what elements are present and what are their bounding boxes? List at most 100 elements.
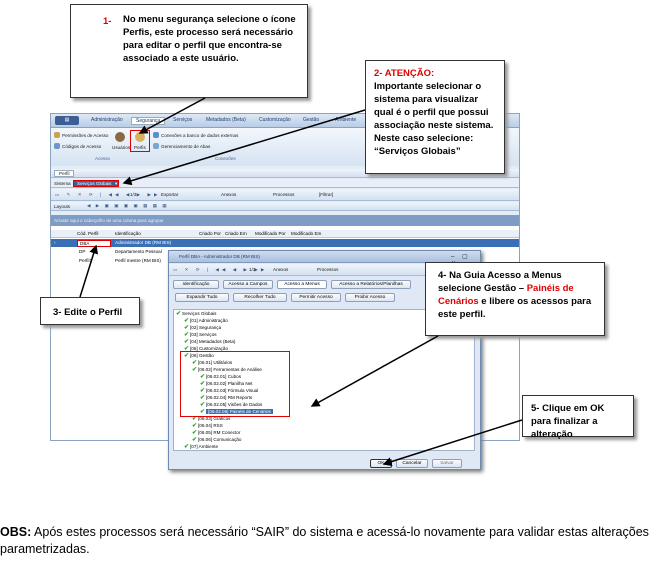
dialog-processes-button[interactable]: Processos [317,267,339,272]
tree-node[interactable]: ✔[06.01] Utilitários [192,360,233,366]
ribbon-usuarios[interactable]: Usuários [112,145,131,150]
col-identificacao[interactable]: Identificação [115,231,141,236]
layout-label[interactable]: Layouts [54,204,71,209]
tree-node[interactable]: ✔[06.04] RSS [192,423,223,429]
check-icon[interactable]: ✔ [184,444,190,450]
attachments-button[interactable]: Anexos [221,192,237,197]
check-icon[interactable]: ✔ [184,353,190,359]
app-menu-button[interactable]: ▤ [55,116,79,125]
expand-all-button[interactable]: Expandir Tudo [175,293,229,302]
system-select[interactable]: Serviços Globais [73,180,119,187]
collapse-all-button[interactable]: Recolher Tudo [233,293,287,302]
table-row[interactable]: › DBA Administrador DB (RM BIS) [51,239,519,247]
row-pointer-icon: › [54,240,56,245]
tree-node[interactable]: ✔[06.02.01] Cubos [200,374,241,380]
check-icon[interactable]: ✔ [184,332,190,338]
check-icon[interactable]: ✔ [192,360,198,366]
ribbon-conexoes[interactable]: Conexões a banco de dados externas [161,133,239,138]
gestao-highlight [180,351,290,417]
tree-node[interactable]: ✔[04] Metadados (Beta) [184,339,236,345]
tree-node[interactable]: ✔[03] Serviços [184,332,217,338]
row-name: Administrador DB (RM BIS) [115,240,172,245]
tree-node-selected[interactable]: ✔[06.02.06] Painéis de Cenários [200,409,273,415]
menu-tab-administracao[interactable]: Administração [91,117,123,123]
tree-node[interactable]: ✔[06.02] Ferramentas de Análise [192,367,262,373]
ok-button[interactable]: OK [370,459,392,468]
tree-node[interactable]: ✔[06] Gestão [184,353,214,359]
system-dropdown-icon[interactable]: ▾ [115,181,118,186]
tree-node[interactable]: ✔[01] Administração [184,318,228,324]
col-criado-por[interactable]: Criado Por [199,231,221,236]
tree-node[interactable]: ✔[06.02.04] RM Reports [200,395,253,401]
check-icon[interactable]: ✔ [200,381,206,387]
check-icon[interactable]: ✔ [176,311,182,317]
check-icon[interactable]: ✔ [200,388,206,394]
tree-node[interactable]: ✔[05] Customização [184,346,229,352]
row-code: DBA [77,240,111,247]
tree-node[interactable]: ✔[06.02.02] Planilha Net [200,381,253,387]
cancel-button[interactable]: Cancelar [396,459,428,468]
group-hint: Arraste aqui o cabeçalho de uma coluna p… [54,218,164,223]
dialog-toolbar-icons[interactable]: ▭ ✕ ⟳ | ◀◀ ◀ ▶ ▶▶ [173,267,268,272]
processes-button[interactable]: Processos [273,192,295,197]
check-icon[interactable]: ✔ [200,395,206,401]
ribbon-permissoes[interactable]: Permissões de Acesso [62,133,109,138]
check-icon[interactable]: ✔ [192,367,198,373]
perfis-highlight [130,130,150,152]
step4-highlight: Painéis de Cenários [438,283,574,307]
check-icon[interactable]: ✔ [192,416,198,422]
grid-header: Cód. Perfil Identificação Criado Por Cri… [51,230,519,238]
save-button[interactable]: Salvar [432,459,462,468]
allow-access-button[interactable]: Permitir Acesso [291,293,341,302]
tree-node[interactable]: ✔[07] Ambiente [184,444,219,450]
check-icon[interactable]: ✔ [192,423,198,429]
tree-node[interactable]: ✔Serviços Globais [176,311,217,317]
step4-suffix: e libere os acessos para este perfil. [438,296,592,320]
check-icon[interactable]: ✔ [184,339,190,345]
dialog-attachments-button[interactable]: Anexos [273,267,289,272]
ribbon-codigos[interactable]: Códigos de Acesso [62,144,102,149]
ribbon-abas[interactable]: Gerenciamento de Abas [161,144,211,149]
menu-tab-seguranca[interactable]: Segurança [131,117,166,125]
check-icon[interactable]: ✔ [200,374,206,380]
toolbar-icons[interactable]: ▭ ✎ ✕ ⟳ | ◀◀ ◀ ▶ ▶▶ [55,192,161,197]
check-icon[interactable]: ✔ [192,437,198,443]
tab-identificacao[interactable]: Identificação [173,280,219,289]
tree-node[interactable]: ✔[06.02.03] Fórmula Visual [200,388,259,394]
check-icon[interactable]: ✔ [200,409,206,415]
connections-icon [153,132,159,138]
check-icon[interactable]: ✔ [192,430,198,436]
tree-node[interactable]: ✔[06.05] RM Conector [192,430,241,436]
menu-tab-gestao[interactable]: Gestão [303,117,320,123]
codes-icon [54,143,60,149]
filter-button[interactable]: [Filtrar] [319,192,334,197]
menu-tab-customizacao[interactable]: Customização [259,117,291,123]
tree-node[interactable]: ✔[06.06] Comunicação [192,437,242,443]
menu-tab-servicos[interactable]: Serviços [173,117,193,123]
tab-acesso-menus[interactable]: Acesso a Menus [277,280,327,289]
step4-prefix: 4- Na Guia Acesso a Menus selecione Gest… [438,270,562,294]
menu-tab-ambiente[interactable]: Ambiente [335,117,357,123]
col-modificado-em[interactable]: Modificado Em [291,231,322,236]
check-icon[interactable]: ✔ [200,402,206,408]
menu-tab-metadados[interactable]: Metadados (Beta) [206,117,246,123]
export-button[interactable]: Exportar [161,192,179,197]
check-icon[interactable]: ✔ [184,325,190,331]
tab-acesso-campos[interactable]: Acesso a Campos [223,280,273,289]
tree-node[interactable]: ✔[06.02.05] Visões de Dados [200,402,263,408]
tree-node[interactable]: ✔[06.03] Gráficos [192,416,231,422]
permissions-icon [54,132,60,138]
doc-tab-perfil[interactable]: Perfil [54,170,75,177]
check-icon[interactable]: ✔ [184,318,190,324]
layout-tool-icons[interactable]: ◀ ▶ ▣ ▣ ▣ ▣ ▦ ▦ ▦ [87,203,169,208]
step3-text: 3- Edite o Perfil [53,307,123,318]
tree-node[interactable]: ✔[02] Segurança [184,325,222,331]
col-codigo[interactable]: Cód. Perfil [77,231,99,236]
col-modificado-por[interactable]: Modificado Por [255,231,286,236]
users-icon [115,132,125,142]
deny-access-button[interactable]: Proibir Acesso [345,293,395,302]
tab-acesso-relatorios[interactable]: Acesso a Relatórios/Planilhas [331,280,411,289]
check-icon[interactable]: ✔ [184,346,190,352]
col-criado-em[interactable]: Criado Em [225,231,247,236]
delete-icon[interactable]: ✕ [77,192,85,197]
